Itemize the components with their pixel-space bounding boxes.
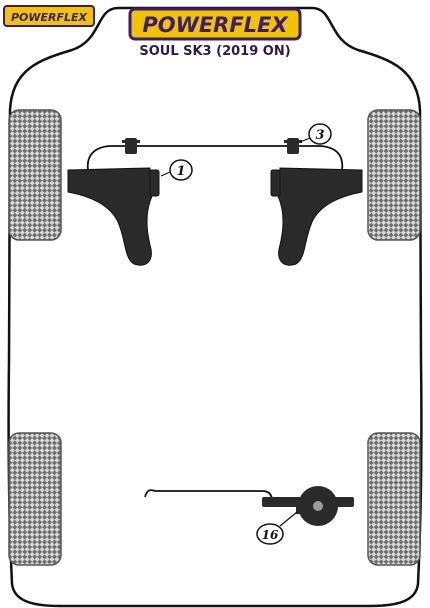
front-anti-roll-bar (86, 145, 344, 171)
anti-roll-bar-bush-right (284, 138, 302, 154)
callout-1-label: 1 (176, 164, 185, 179)
wishbone-right (270, 167, 363, 266)
brand-logo-text: POWERFLEX (142, 13, 289, 37)
callout-16-label: 16 (262, 528, 279, 542)
small-logo: POWERFLEX (3, 5, 95, 27)
vehicle-outline (7, 6, 423, 608)
callout-1[interactable]: 1 (160, 159, 193, 181)
gear-selector-cable (144, 489, 273, 502)
tyre-front-left (8, 109, 62, 241)
callout-16[interactable]: 16 (256, 511, 298, 545)
anti-roll-bar-bush-left (122, 138, 140, 154)
wishbone-left (67, 167, 160, 266)
callout-3[interactable]: 3 (299, 123, 332, 145)
tyre-rear-left (8, 432, 62, 566)
small-logo-text: POWERFLEX (11, 11, 88, 24)
torque-mount (262, 486, 354, 526)
tyre-front-right (367, 109, 421, 241)
brand-logo: POWERFLEX (128, 7, 302, 41)
callout-3-label: 3 (315, 128, 324, 143)
tyre-rear-right (367, 432, 421, 566)
model-subtitle: SOUL SK3 (2019 ON) (139, 44, 290, 59)
